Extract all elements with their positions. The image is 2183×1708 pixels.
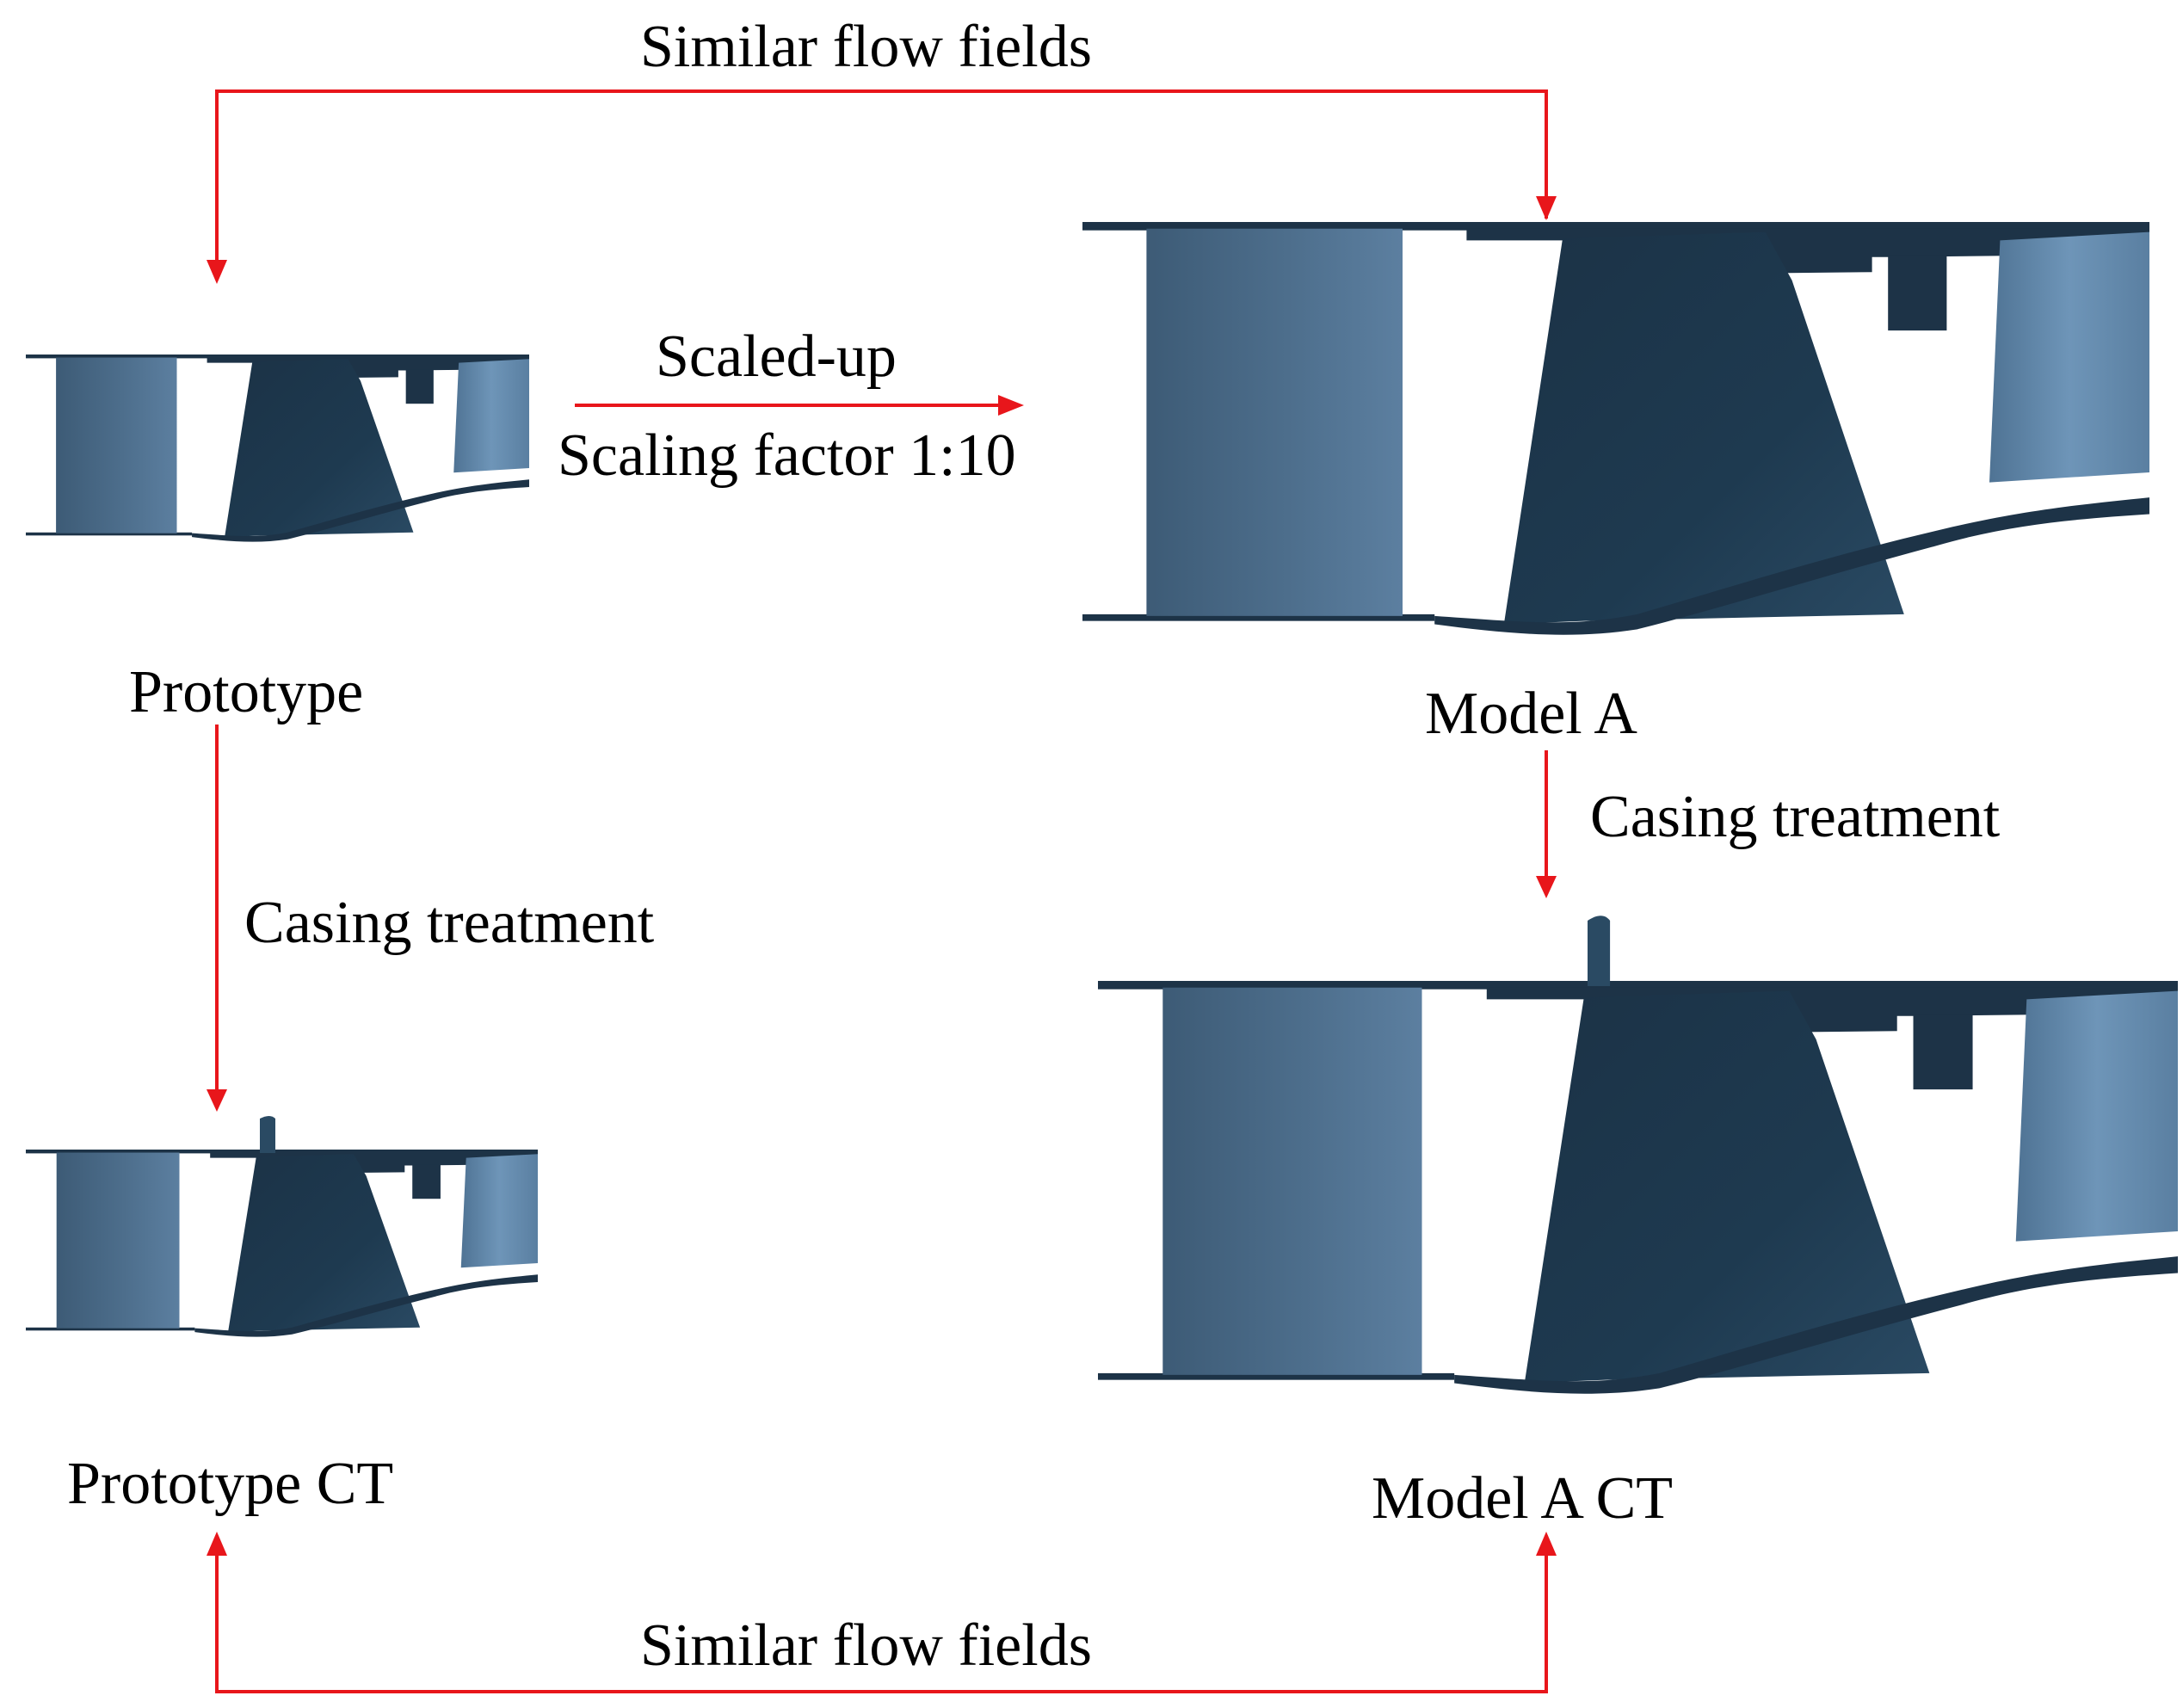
left-casing-arrowhead	[207, 1089, 227, 1112]
scale-bottom-label: Scaling factor 1:10	[558, 422, 1016, 489]
prototype-ct-geometry	[26, 1150, 538, 1337]
prototype-label: Prototype	[129, 659, 364, 725]
scale-top-label: Scaled-up	[656, 324, 897, 390]
casing-treatment-left-label: Casing treatment	[244, 890, 655, 956]
model-a-geometry	[1082, 222, 2149, 635]
top-link-label: Similar flow fields	[640, 14, 1092, 80]
model-a-ct-label: Model A CT	[1372, 1465, 1674, 1532]
model-a-label: Model A	[1425, 681, 1637, 747]
bottom-right-arrowhead	[1536, 1532, 1557, 1556]
top-connector-line	[215, 89, 1548, 277]
prototype-ct-fin	[260, 1116, 275, 1153]
bottom-connector-line	[215, 1553, 1548, 1693]
model-a-ct-geometry	[1098, 981, 2178, 1394]
casing-treatment-right-label: Casing treatment	[1590, 784, 2001, 850]
right-casing-arrowhead	[1536, 876, 1557, 898]
top-right-arrowhead	[1536, 196, 1557, 220]
bottom-left-arrowhead	[207, 1532, 227, 1556]
prototype-ct-label: Prototype CT	[67, 1451, 394, 1517]
model-a-ct-fin	[1588, 916, 1611, 986]
bottom-link-label: Similar flow fields	[640, 1612, 1092, 1679]
top-left-arrowhead	[207, 260, 227, 284]
scale-arrowhead	[998, 395, 1024, 416]
prototype-geometry	[26, 355, 529, 542]
